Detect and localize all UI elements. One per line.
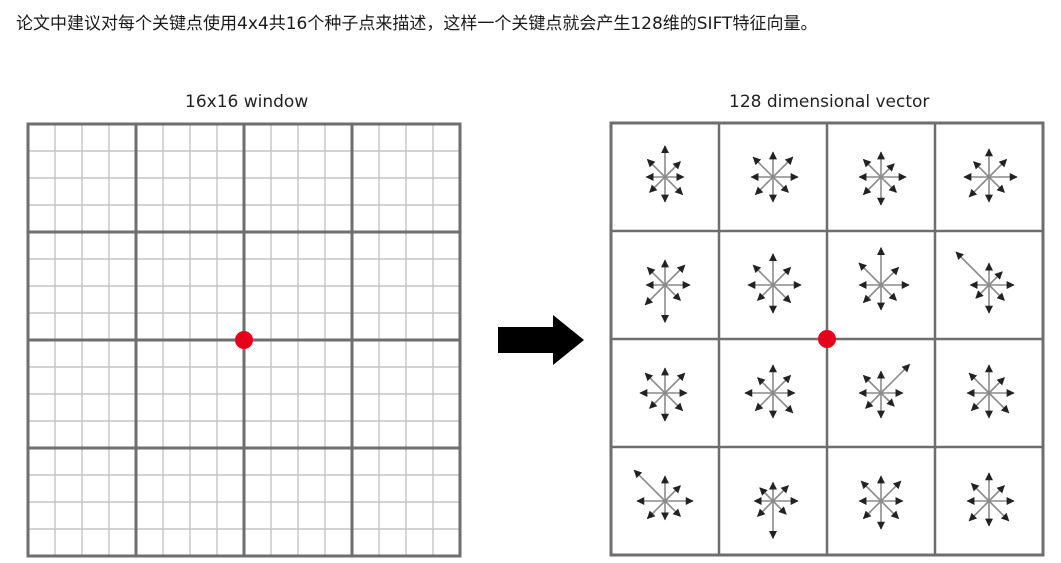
orientation-vector <box>988 158 1008 178</box>
orientation-vector <box>880 284 897 301</box>
orientation-vector <box>988 485 1005 502</box>
keypoint-dot <box>818 330 836 348</box>
orientation-histogram <box>644 259 691 324</box>
orientation-vector <box>772 156 794 178</box>
orientation-histogram <box>645 145 685 203</box>
orientation-vector <box>880 500 900 520</box>
orientation-vector <box>664 392 684 412</box>
orientation-vector <box>862 176 882 196</box>
orientation-vector <box>865 392 882 409</box>
orientation-vector <box>646 500 666 520</box>
orientation-vector <box>975 284 990 299</box>
orientation-histogram <box>858 475 904 530</box>
orientation-vector <box>649 176 666 193</box>
orientation-vector <box>664 485 681 502</box>
orientation-vector <box>968 176 990 198</box>
orientation-vector <box>880 176 897 193</box>
orientation-histogram <box>966 472 1015 527</box>
orientation-vector <box>988 392 1010 414</box>
window-grid-16x16 <box>26 122 462 558</box>
orientation-vector <box>664 284 681 301</box>
orientation-histogram <box>750 151 799 203</box>
orientation-vector <box>646 266 666 286</box>
descriptor-border <box>609 121 1045 557</box>
orientation-histogram <box>639 367 688 422</box>
orientation-histogram <box>744 364 796 419</box>
orientation-vector <box>880 266 900 286</box>
orientation-vector <box>646 158 666 178</box>
orientation-vector <box>862 284 882 304</box>
orientation-histogram <box>753 481 799 540</box>
orientation-histogram <box>955 251 1015 314</box>
orientation-vector <box>968 372 990 394</box>
orientation-vector <box>772 500 787 515</box>
descriptor-grid-4x4 <box>609 121 1045 557</box>
orientation-histogram <box>858 363 911 419</box>
orientation-vector <box>772 266 792 286</box>
orientation-vector <box>664 161 681 178</box>
orientation-histogram <box>858 151 907 206</box>
orientation-histogram <box>966 364 1015 419</box>
orientation-vector <box>757 500 774 517</box>
orientation-histogram <box>963 148 1018 203</box>
orientation-vector <box>973 161 990 178</box>
orientation-histogram <box>858 246 910 311</box>
orientation-vector <box>757 377 774 394</box>
orientation-vector <box>968 500 990 522</box>
orientation-vector <box>752 156 774 178</box>
orientation-vector <box>955 251 990 286</box>
orientation-vector <box>644 372 666 394</box>
orientation-vector <box>988 176 1005 193</box>
orientation-vector <box>772 485 789 502</box>
left-figure-title: 16x16 window <box>185 92 309 112</box>
keypoint-dot <box>235 331 253 349</box>
orientation-vector <box>860 480 882 502</box>
orientation-vector <box>649 392 666 409</box>
orientation-vector <box>880 392 895 407</box>
orientation-vector <box>772 176 789 193</box>
orientation-vector <box>664 372 686 394</box>
orientation-vector <box>970 392 990 412</box>
orientation-vector <box>988 500 1010 522</box>
caption-text: 论文中建议对每个关键点使用4x4共16个种子点来描述，这样一个关键点就会产生12… <box>16 14 818 34</box>
orientation-vector <box>858 262 882 286</box>
right-figure-title: 128 dimensional vector <box>729 92 930 112</box>
orientation-vector <box>664 176 684 196</box>
orientation-vector <box>970 482 990 502</box>
orientation-vector <box>757 284 774 301</box>
orientation-vector <box>862 500 882 520</box>
grid-border <box>26 122 462 558</box>
orientation-vector <box>988 377 1005 394</box>
orientation-vector <box>880 363 911 394</box>
orientation-vector <box>759 487 774 502</box>
orientation-vector <box>664 500 681 517</box>
orientation-vector <box>633 469 666 502</box>
orientation-vector <box>988 284 1005 301</box>
orientation-vector <box>862 158 882 178</box>
orientation-vector <box>880 163 895 178</box>
orientation-vector <box>880 480 902 502</box>
orientation-vector <box>752 264 774 286</box>
orientation-vector <box>754 392 774 412</box>
orientation-vector <box>644 284 666 306</box>
orientation-vector <box>772 284 792 304</box>
orientation-vector <box>754 176 774 196</box>
transform-arrow-icon <box>498 315 584 365</box>
orientation-vector <box>772 392 794 414</box>
orientation-vector <box>988 271 1003 286</box>
orientation-vector <box>664 264 686 286</box>
orientation-histogram <box>633 469 694 521</box>
orientation-histogram <box>747 253 802 314</box>
orientation-vector <box>772 374 792 394</box>
orientation-vector <box>862 374 882 394</box>
